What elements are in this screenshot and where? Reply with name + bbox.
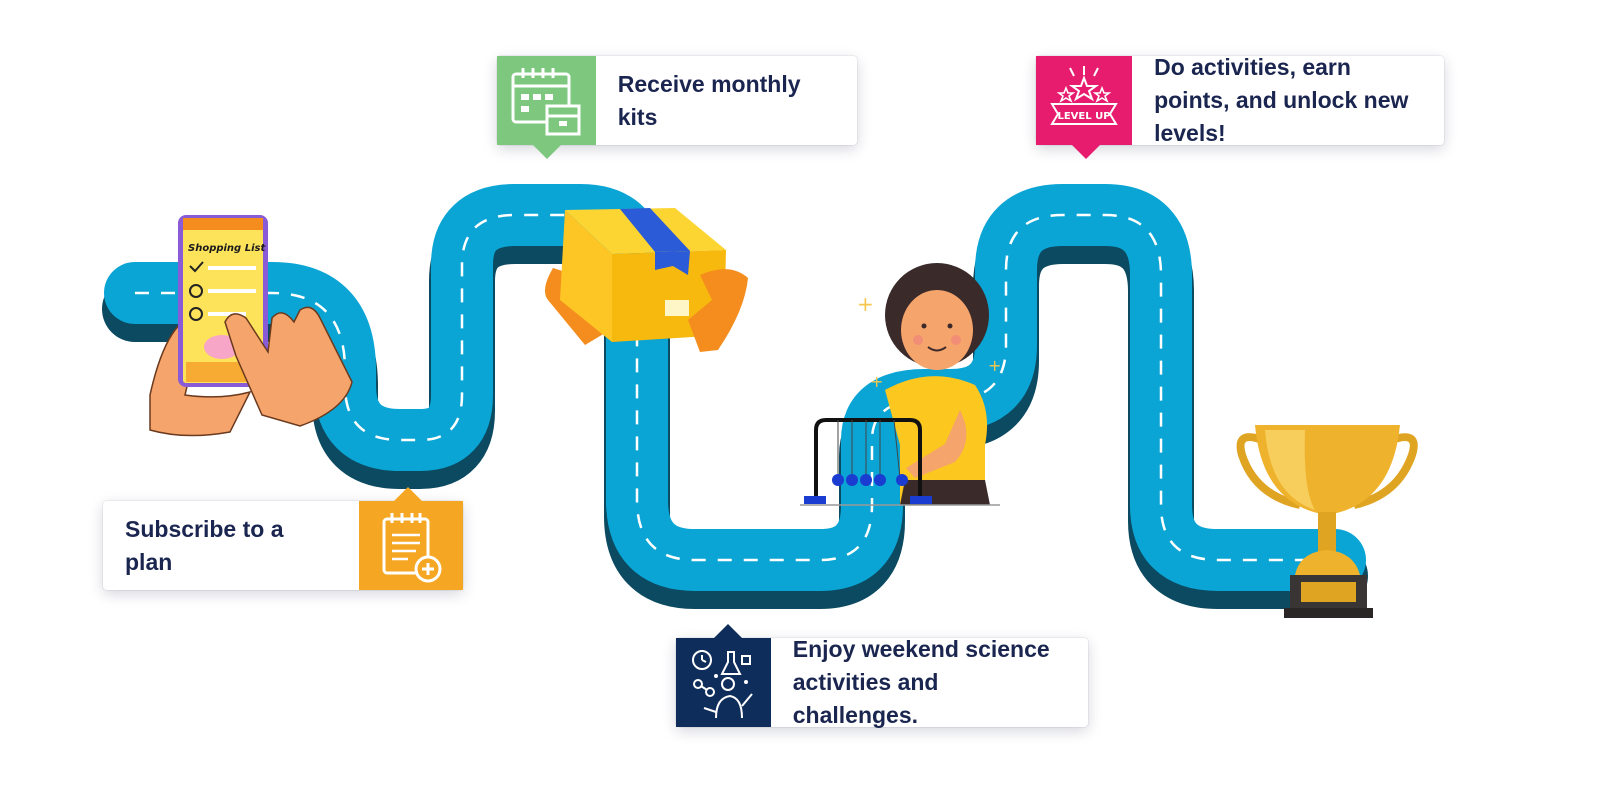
box-tape <box>620 208 690 252</box>
step-icon-box <box>676 638 771 727</box>
child-eye <box>947 323 953 329</box>
trophy-base-bottom <box>1284 608 1373 618</box>
delivery-box-illustration <box>544 208 748 352</box>
child-face <box>901 290 973 370</box>
cradle-ball <box>846 474 858 486</box>
step-card-subscribe: Subscribe to a plan <box>103 487 463 590</box>
callout-pointer <box>533 145 561 159</box>
cradle-ball <box>874 474 886 486</box>
right-hand <box>224 306 353 427</box>
phone-shopping-illustration: Shopping List <box>149 215 353 437</box>
phone-title: Shopping List <box>188 243 266 254</box>
list-line <box>208 312 246 316</box>
sparkle-icon: + <box>988 356 1001 375</box>
trophy-handle <box>1353 433 1418 509</box>
cradle-frame <box>814 418 922 500</box>
checkmark-icon <box>189 261 204 273</box>
child-cheek <box>913 335 923 345</box>
trophy-plate <box>1301 582 1356 602</box>
trophy-handle <box>1236 433 1301 509</box>
level-up-icon: LEVEL UP <box>1050 65 1118 125</box>
child-eye <box>921 323 927 329</box>
list-line <box>208 289 256 293</box>
left-hand <box>149 310 252 437</box>
cradle-base <box>910 496 932 504</box>
box-tape-front <box>655 251 690 275</box>
level-up-badge-text: LEVEL UP <box>1057 111 1110 122</box>
right-hand <box>688 269 748 352</box>
sparkle-icon: + <box>870 372 883 391</box>
cradle-ball <box>896 474 908 486</box>
callout-pointer <box>394 487 422 501</box>
cradle-ball <box>832 474 844 486</box>
box-side <box>560 210 612 342</box>
step-icon-box <box>497 56 596 145</box>
child-experiment-illustration: + + + <box>800 263 1001 506</box>
trophy-icon <box>1236 425 1418 618</box>
child-cheek <box>951 335 961 345</box>
step-label: Subscribe to a plan <box>125 515 284 575</box>
child-smile <box>927 346 947 352</box>
trophy-stem <box>1318 512 1336 552</box>
checkbox-icon <box>189 307 203 321</box>
step-label: Receive monthly kits <box>617 70 801 130</box>
step-label: Enjoy weekend science activities and cha… <box>792 636 1050 728</box>
trophy-foot <box>1295 550 1360 575</box>
phone-header-bar <box>183 218 263 230</box>
callout-pointer <box>714 624 742 638</box>
step-card-enjoy: Enjoy weekend science activities and cha… <box>676 624 1088 728</box>
calendar-box-icon <box>511 67 581 135</box>
callout-pointer <box>1072 145 1100 159</box>
notepad-add-icon <box>382 512 442 582</box>
step-label: Do activities, earn points, and unlock n… <box>1154 54 1409 146</box>
cradle-base <box>804 496 826 504</box>
trophy-cup-shine <box>1265 430 1315 510</box>
step-icon-box <box>359 501 463 590</box>
science-activity-icon <box>692 649 754 718</box>
list-line <box>208 266 256 270</box>
checkbox-icon <box>189 284 203 298</box>
cradle-string <box>893 419 901 479</box>
step-card-levelup: LEVEL UP Do activities, earn points, and… <box>1036 54 1444 159</box>
step-icon-box: LEVEL UP <box>1036 56 1133 145</box>
cradle-ball <box>860 474 872 486</box>
road-center-dashes <box>135 213 1335 562</box>
box-label <box>665 300 689 316</box>
step-card-receive: Receive monthly kits <box>497 56 857 159</box>
sparkle-icon: + <box>857 292 874 316</box>
